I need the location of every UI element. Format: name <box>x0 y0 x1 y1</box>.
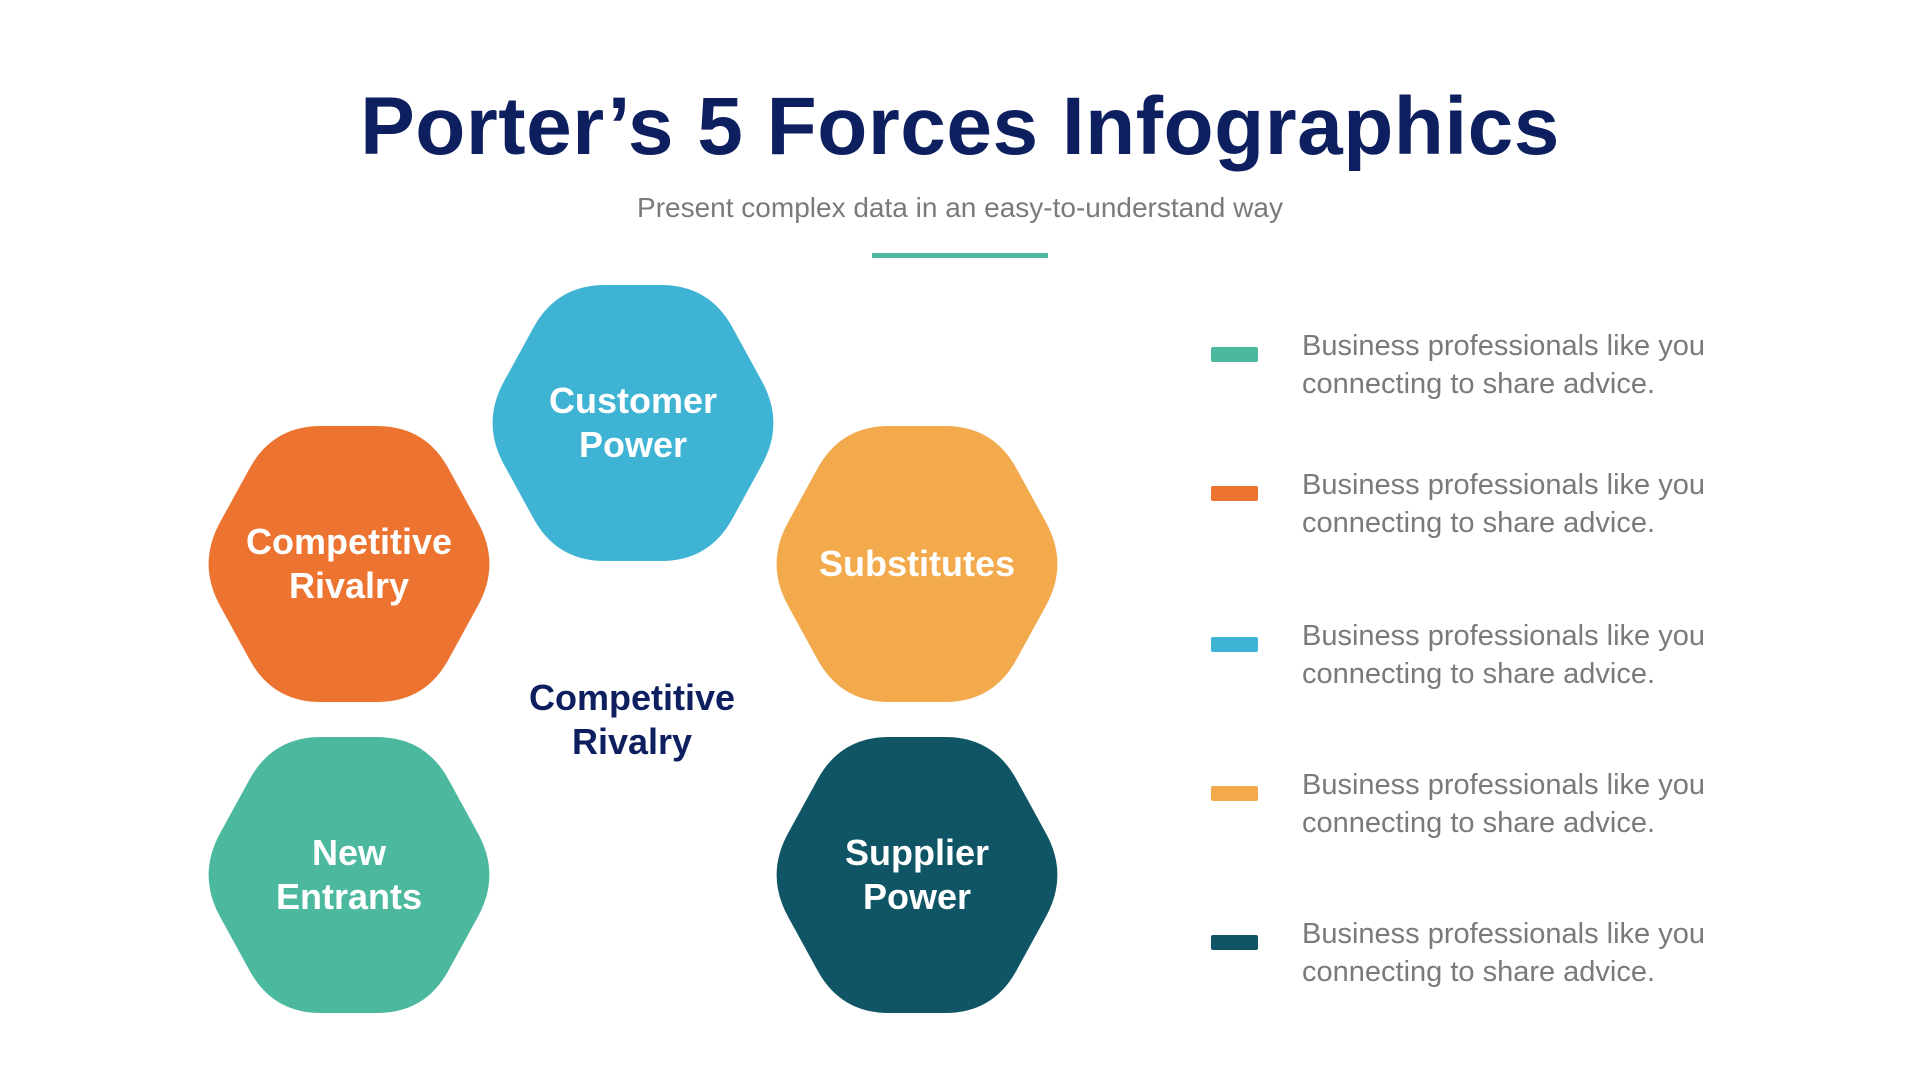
legend-color-swatch <box>1211 935 1258 950</box>
legend-text: Business professionals like you connecti… <box>1302 918 1705 988</box>
hexagon-shape-icon <box>776 426 1058 702</box>
legend-item: Business professionals like you connecti… <box>1211 766 1811 846</box>
hexagon-shape-icon <box>208 737 490 1013</box>
legend-color-swatch <box>1211 637 1258 652</box>
hexagon-shape-icon <box>492 285 774 561</box>
hexagon-shape-icon <box>208 426 490 702</box>
hex-new-entrants: New Entrants <box>197 737 501 1013</box>
hex-competitive-rivalry: Competitive Rivalry <box>197 426 501 702</box>
hex-label: Competitive Rivalry <box>245 521 453 606</box>
center-label: Competitive Rivalry <box>528 677 736 762</box>
legend-text: Business professionals like you connecti… <box>1302 769 1705 839</box>
page-title: Porter’s 5 Forces Infographics <box>360 81 1560 172</box>
legend-text: Business professionals like you connecti… <box>1302 469 1705 539</box>
legend-item: Business professionals like you connecti… <box>1211 466 1811 546</box>
hex-label: New Entrants <box>275 832 423 917</box>
legend-color-swatch <box>1211 786 1258 801</box>
hex-label: Substitutes <box>818 543 1015 584</box>
title-divider <box>872 253 1048 258</box>
hex-label: Supplier Power <box>844 832 990 917</box>
hex-supplier-power: Supplier Power <box>765 737 1069 1013</box>
hex-customer-power: Customer Power <box>481 285 785 561</box>
legend-item: Business professionals like you connecti… <box>1211 915 1811 995</box>
legend-color-swatch <box>1211 347 1258 362</box>
hex-label: Customer Power <box>548 380 718 465</box>
hexagon-shape-icon <box>776 737 1058 1013</box>
page-subtitle: Present complex data in an easy-to-under… <box>637 192 1283 223</box>
hex-substitutes: Substitutes <box>765 426 1069 702</box>
legend-text: Business professionals like you connecti… <box>1302 620 1705 690</box>
legend-color-swatch <box>1211 486 1258 501</box>
legend-text: Business professionals like you connecti… <box>1302 330 1705 400</box>
legend-item: Business professionals like you connecti… <box>1211 327 1811 407</box>
legend-item: Business professionals like you connecti… <box>1211 617 1811 697</box>
